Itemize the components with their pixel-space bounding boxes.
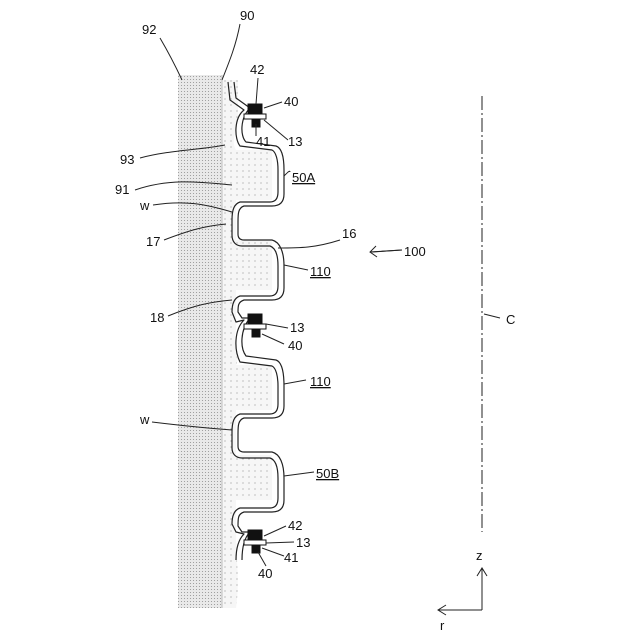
label-axis-z: z <box>476 548 483 563</box>
arrow-100 <box>370 246 402 257</box>
label-110-upper: 110 <box>310 264 331 279</box>
label-17: 17 <box>146 234 160 249</box>
label-110-lower: 110 <box>310 374 331 389</box>
label-w-lower: w <box>139 412 150 427</box>
fastener-top <box>244 104 266 127</box>
label-40-top: 40 <box>284 94 298 109</box>
label-41-top: 41 <box>256 134 270 149</box>
label-50B: 50B <box>316 466 339 481</box>
label-18: 18 <box>150 310 164 325</box>
region-91 <box>222 80 272 608</box>
label-41-bot: 41 <box>284 550 298 565</box>
label-91: 91 <box>115 182 129 197</box>
label-w-upper: w <box>139 198 150 213</box>
label-50A: 50A <box>292 170 315 185</box>
label-40-mid: 40 <box>288 338 302 353</box>
region-92 <box>178 75 222 608</box>
label-13-bot: 13 <box>296 535 310 550</box>
label-42-top: 42 <box>250 62 264 77</box>
label-40-bot: 40 <box>258 566 272 581</box>
label-92: 92 <box>142 22 156 37</box>
label-90: 90 <box>240 8 254 23</box>
label-42-bot: 42 <box>288 518 302 533</box>
label-93: 93 <box>120 152 134 167</box>
label-C: C <box>506 312 515 327</box>
label-100: 100 <box>404 244 426 259</box>
fastener-bottom <box>244 530 266 553</box>
label-13-mid: 13 <box>290 320 304 335</box>
label-16: 16 <box>342 226 356 241</box>
label-13-top: 13 <box>288 134 302 149</box>
label-axis-r: r <box>440 618 445 633</box>
axis-indicator <box>438 568 487 615</box>
